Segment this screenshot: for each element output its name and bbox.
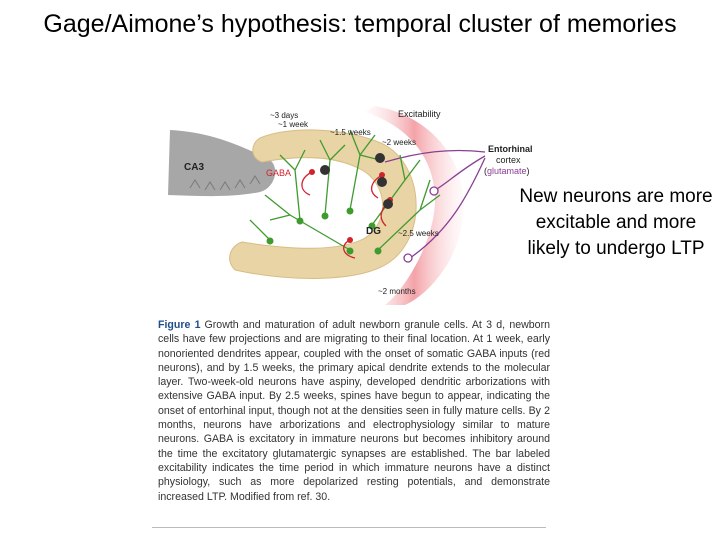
synapse-symbols [320, 153, 393, 209]
dentate-gyrus-diagram: CA3 DG GABA Excitability Entorhinal cort… [168, 106, 533, 305]
caption-label: Figure 1 [158, 319, 201, 331]
gaba-label: GABA [266, 168, 291, 178]
excitability-band [365, 106, 464, 305]
entorhinal-label-1: Entorhinal [488, 144, 533, 154]
entorhinal-label-2: cortex [496, 155, 521, 165]
caption-text: Growth and maturation of adult newborn g… [158, 319, 550, 503]
ca3-label: CA3 [184, 162, 204, 173]
timepoint-1-week: ~1 week [278, 120, 309, 129]
newborn-neurons [249, 129, 441, 251]
granule-cell-layer [229, 129, 417, 279]
timepoint-2-weeks: ~2 weeks [382, 138, 416, 147]
caption-rule [152, 527, 546, 528]
timepoint-2-5-weeks: ~2.5 weeks [398, 229, 439, 238]
entorhinal-projections [384, 149, 486, 263]
timepoint-3-days: ~3 days [270, 111, 298, 120]
timepoint-2-months: ~2 months [378, 287, 416, 296]
timepoint-1-5-weeks: ~1.5 weeks [330, 128, 371, 137]
side-note: New neurons are more excitable and more … [519, 186, 713, 259]
glutamate-label: (glutamate) [484, 166, 530, 176]
ca3-pyramidal-cells [189, 175, 261, 191]
dg-label: DG [366, 226, 381, 237]
excitability-label: Excitability [398, 109, 441, 119]
neuron-somata [266, 207, 382, 255]
slide-title: Gage/Aimone’s hypothesis: temporal clust… [43, 10, 677, 38]
